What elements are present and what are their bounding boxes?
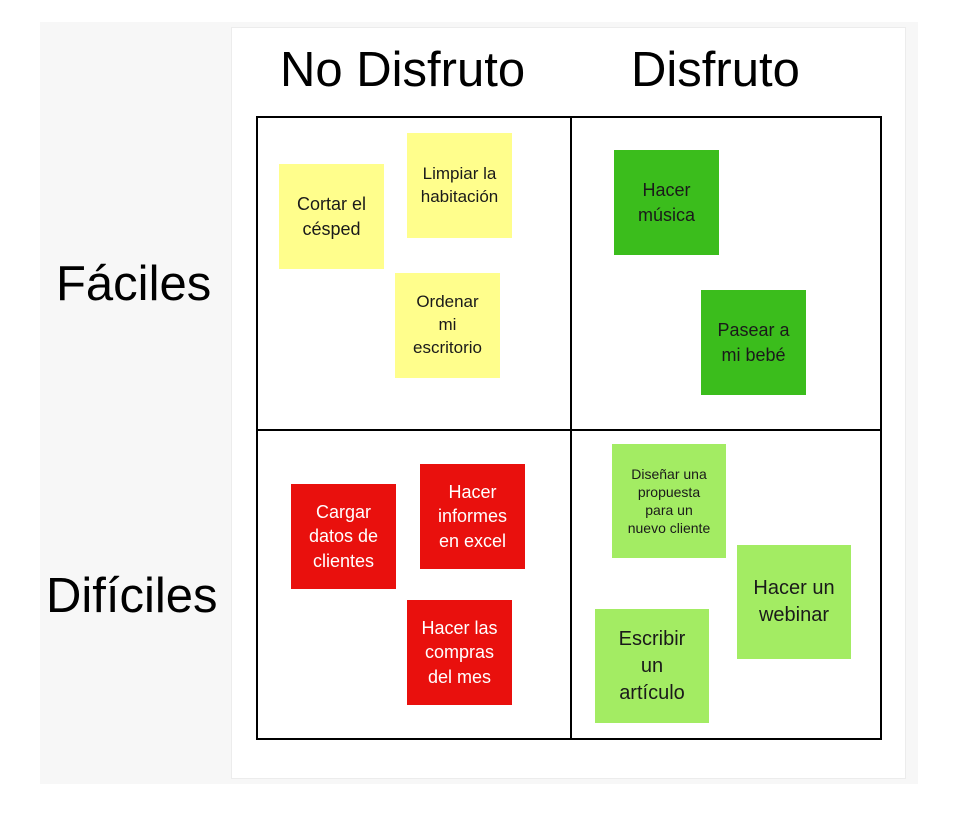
matrix-grid — [256, 116, 882, 740]
column-header-no-disfruto: No Disfruto — [280, 43, 526, 97]
horizontal-divider — [258, 429, 880, 431]
row-header-dificiles: Difíciles — [46, 569, 218, 623]
column-header-disfruto: Disfruto — [631, 43, 800, 97]
row-header-faciles: Fáciles — [56, 257, 212, 311]
vertical-divider — [570, 118, 572, 738]
